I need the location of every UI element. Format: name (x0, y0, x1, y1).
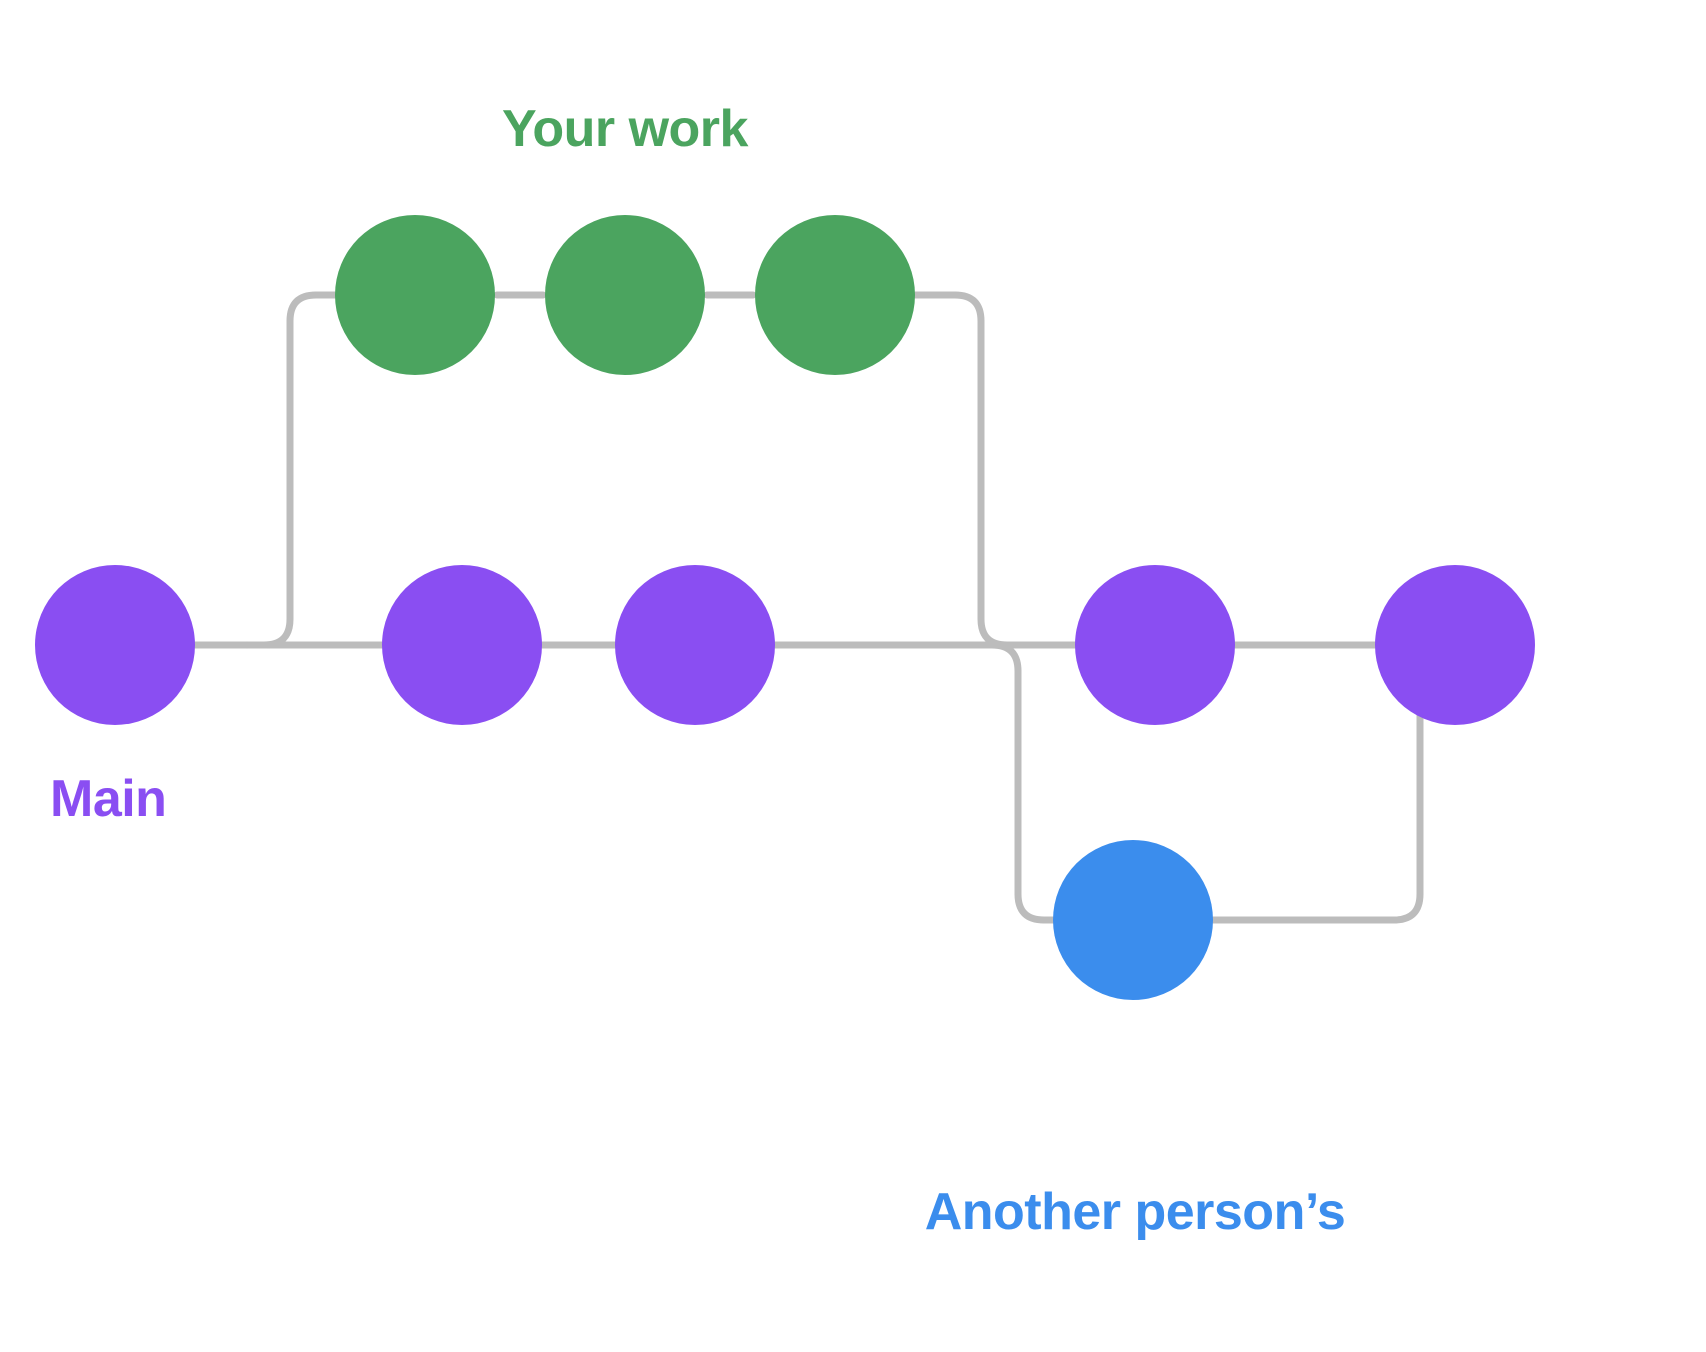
commit-node-your-work-3[interactable] (755, 215, 915, 375)
branch-label-your-work: Your work (502, 100, 748, 158)
commit-node-main-5[interactable] (1375, 565, 1535, 725)
commit-node-main-3[interactable] (615, 565, 775, 725)
branch-label-another-person-work-line1: Another person’s (924, 1183, 1346, 1242)
commit-node-main-1[interactable] (35, 565, 195, 725)
commit-node-main-4[interactable] (1075, 565, 1235, 725)
branch-label-another-person-work: Another person’s work (765, 1046, 1505, 1352)
commit-node-main-2[interactable] (382, 565, 542, 725)
commit-node-another-work-1[interactable] (1053, 840, 1213, 1000)
connector-branch-main-to-your-work (244, 291, 339, 649)
connector-merge-your-work-to-main (911, 291, 1079, 649)
commit-node-your-work-2[interactable] (545, 215, 705, 375)
connector-group (191, 291, 1459, 924)
branch-label-main: Main (50, 770, 167, 828)
connector-branch-main-to-another-work (771, 641, 1060, 924)
commit-node-group (35, 215, 1535, 1000)
commit-node-your-work-1[interactable] (335, 215, 495, 375)
